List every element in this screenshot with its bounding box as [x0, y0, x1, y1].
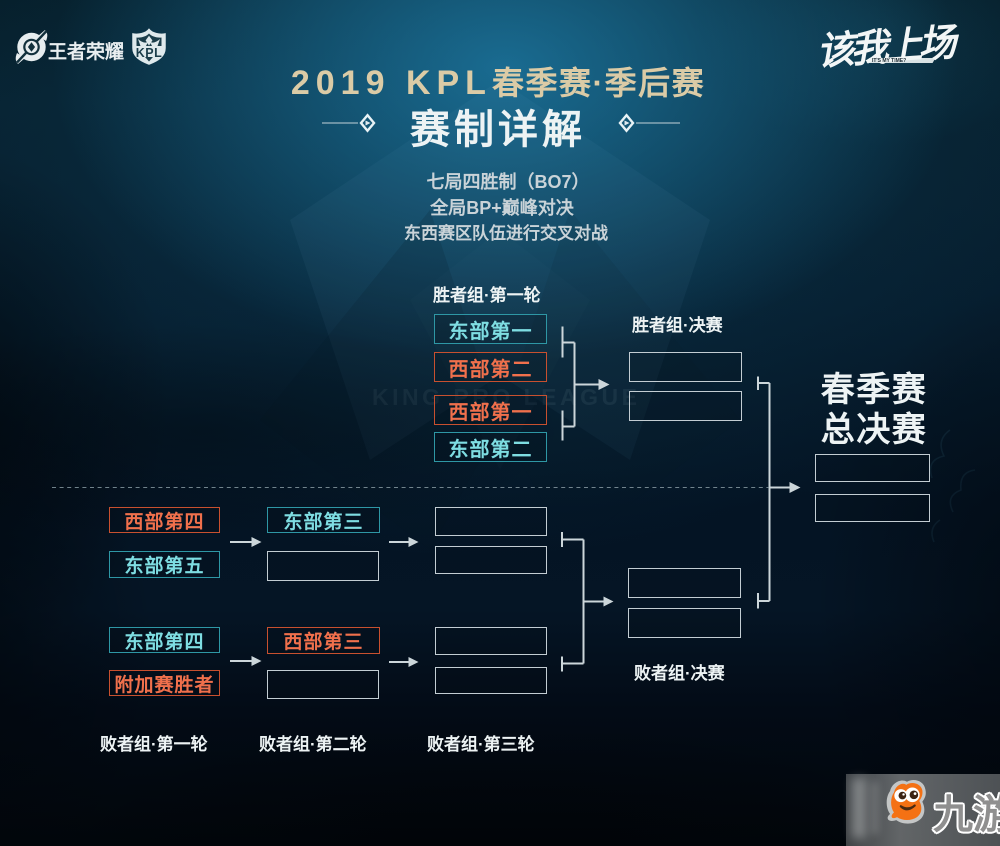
svg-text:KPL: KPL	[136, 46, 163, 60]
